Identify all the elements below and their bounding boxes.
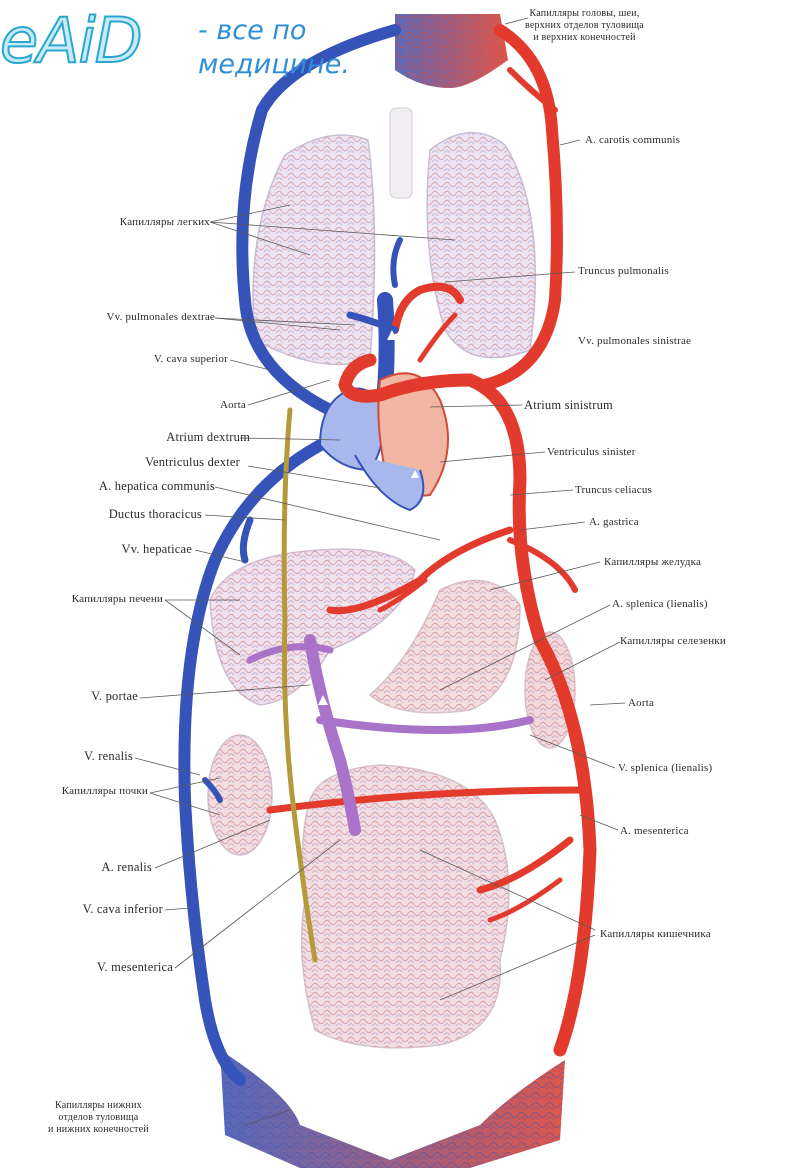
label-capillaries-kidney: Капилляры почки [0, 785, 148, 798]
logo-mark: eAiD [0, 2, 142, 80]
label-splenica-vein: V. splenica (lienalis) [618, 762, 712, 775]
label-ductus-thoracicus: Ductus thoracicus [40, 508, 202, 521]
label-renalis-artery: A. renalis [40, 861, 152, 874]
label-ventriculus-dexter: Ventriculus dexter [60, 456, 240, 469]
label-capillaries-spleen: Капилляры селезенки [620, 635, 726, 648]
label-capillaries-lower: Капилляры нижних отделов туловища и нижн… [48, 1100, 149, 1136]
label-ventriculus-sinister: Ventriculus sinister [547, 446, 636, 459]
label-truncus-celiacus: Truncus celiacus [575, 484, 652, 497]
label-vv-pulmonales-dextrae: Vv. pulmonales dextrae [20, 311, 215, 324]
label-capillaries-stomach: Капилляры желудка [604, 556, 701, 569]
capillaries-head [395, 14, 508, 88]
label-truncus-pulmonalis: Truncus pulmonalis [578, 265, 669, 278]
label-gastrica: A. gastrica [589, 516, 639, 529]
logo-tagline: - все по медицине. [198, 14, 408, 82]
label-vv-pulmonales-sinistrae: Vv. pulmonales sinistrae [578, 335, 691, 348]
label-vena-renalis: V. renalis [40, 750, 133, 763]
label-mesenterica-vein: V. mesenterica [40, 961, 173, 974]
capillaries-lower [220, 1050, 565, 1168]
label-vv-hepaticae: Vv. hepaticae [60, 543, 192, 556]
label-cava-superior: V. cava superior [60, 353, 228, 366]
label-carotis: A. carotis communis [585, 134, 680, 147]
label-atrium-dextrum: Atrium dextrum [80, 431, 250, 444]
label-capillaries-intestine: Капилляры кишечника [600, 928, 711, 941]
label-capillaries-liver: Капилляры печени [5, 593, 163, 606]
label-aorta-upper: Aorta [150, 399, 246, 412]
label-aorta-lower: Aorta [628, 697, 654, 710]
label-cava-inferior: V. cava inferior [30, 903, 163, 916]
label-mesenterica-artery: A. mesenterica [620, 825, 689, 838]
site-logo: eAiD - все по медицине. [0, 0, 400, 92]
label-capillaries-head: Капилляры головы, шеи, верхних отделов т… [525, 8, 644, 44]
label-atrium-sinistrum: Atrium sinistrum [524, 399, 613, 412]
label-hepatica-communis: A. hepatica communis [20, 480, 215, 493]
label-capillaries-lungs: Капилляры легких [70, 216, 210, 229]
intestines [302, 765, 509, 1048]
label-splenica-artery: A. splenica (lienalis) [612, 598, 708, 611]
label-vena-portae: V. portae [40, 690, 138, 703]
